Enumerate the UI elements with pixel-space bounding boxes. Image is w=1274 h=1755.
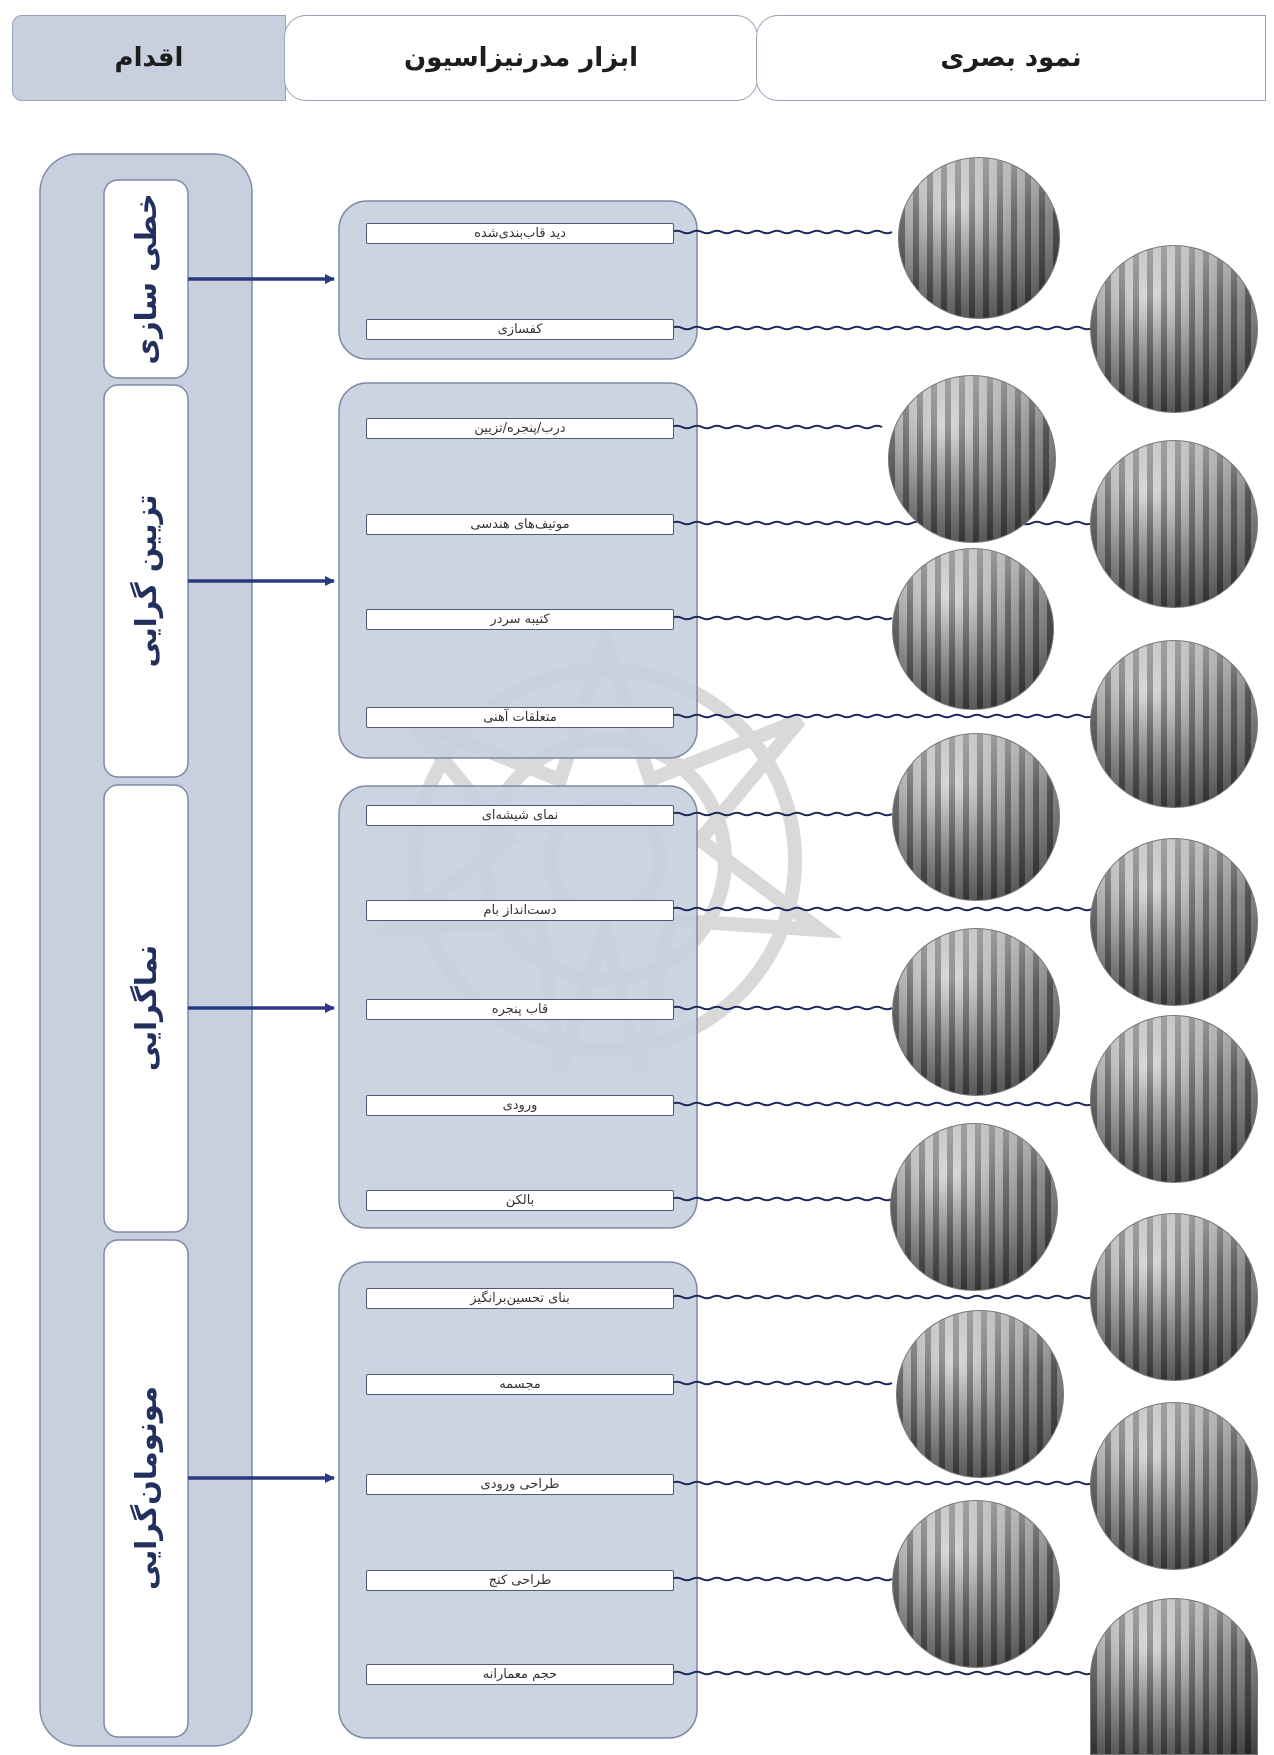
connector-line-2 [671, 325, 1093, 331]
roof-parapet-photo [1090, 838, 1258, 1006]
connector-line-5 [671, 615, 893, 621]
tool-iron-fittings: متعلقات آهنی [366, 707, 674, 728]
connector-line-14 [671, 1480, 1093, 1486]
connector-line-1 [671, 229, 893, 235]
connector-line-10 [671, 1101, 1093, 1107]
tool-paving: کفسازی [366, 319, 674, 340]
tool-glass-facade: نمای شیشه‌ای [366, 805, 674, 826]
tools-panel-ornamentalism [338, 382, 698, 759]
tool-balcony: بالکن [366, 1190, 674, 1211]
connector-line-12 [671, 1294, 1093, 1300]
tool-statue: مجسمه [366, 1374, 674, 1395]
corner-building-photo [892, 1500, 1060, 1668]
tool-entrance: ورودی [366, 1095, 674, 1116]
crowded-street-photo [1090, 245, 1258, 413]
entrance-design-photo [1090, 1402, 1258, 1570]
window-frame-facade-photo [892, 928, 1060, 1096]
connector-line-7 [671, 811, 893, 817]
tehran-street-view-photo [898, 157, 1060, 319]
connector-line-9 [671, 1005, 893, 1011]
statue-photo [896, 1310, 1064, 1478]
monumental-building-photo [1090, 1213, 1258, 1381]
entrance-street-photo [1090, 1015, 1258, 1183]
connector-line-8 [671, 906, 1093, 912]
ornate-facade-photo [888, 375, 1056, 543]
balcony-photo [890, 1123, 1058, 1291]
tool-framed-view: دید قاب‌بندی‌شده [366, 223, 674, 244]
tool-architectural-volume: حجم معمارانه [366, 1664, 674, 1685]
glass-storefront-photo [892, 733, 1060, 901]
header-tools: ابزار مدرنیزاسیون [284, 15, 758, 101]
geometric-window-photo [1090, 440, 1258, 608]
connector-line-6 [671, 713, 1093, 719]
connector-line-15 [671, 1576, 893, 1582]
tool-entrance-design: طراحی ورودی [366, 1474, 674, 1495]
iron-canopy-photo [1090, 640, 1258, 808]
connector-line-13 [671, 1380, 893, 1386]
category-box-monumentalism [103, 1239, 189, 1738]
header-action: اقدام [12, 15, 286, 101]
tool-roof-parapet: دست‌انداز بام [366, 900, 674, 921]
connector-line-3 [671, 424, 883, 430]
connector-line-11 [671, 1196, 893, 1202]
header-visual: نمود بصری [756, 15, 1266, 101]
shop-sign-photo [892, 548, 1054, 710]
tool-window-frame: قاب پنجره [366, 999, 674, 1020]
tool-admirable-building: بنای تحسین‌برانگیز [366, 1288, 674, 1309]
connector-line-16 [671, 1670, 1093, 1676]
tool-door-window-decoration: درب/پنجره/تزیین [366, 418, 674, 439]
tool-corner-design: طراحی کنج [366, 1570, 674, 1591]
tool-entrance-inscription: کتیبه سردر [366, 609, 674, 630]
architectural-volume-photo [1090, 1598, 1258, 1755]
connector-lines [671, 229, 1093, 1676]
tool-geometric-motifs: موتیف‌های هندسی [366, 514, 674, 535]
